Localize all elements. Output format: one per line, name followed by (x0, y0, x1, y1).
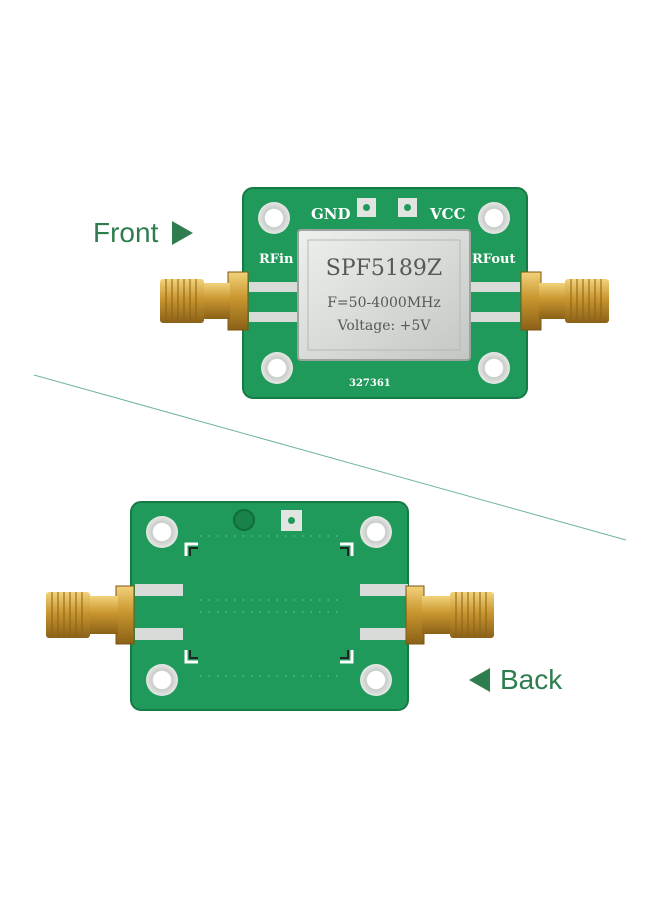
gnd-silkscreen: GND (311, 205, 351, 223)
front-label: Front (93, 217, 159, 248)
front-left-sma-connector (160, 271, 249, 331)
mount-hole (360, 664, 392, 696)
back-board (130, 501, 409, 711)
vcc-silkscreen: VCC (429, 205, 466, 223)
back-right-sma-connector (405, 585, 494, 645)
divider-line (33, 374, 627, 541)
chip-model: SPF5189Z (326, 256, 442, 281)
mount-hole (360, 516, 392, 548)
chip-voltage: Voltage: +5V (337, 318, 432, 334)
mount-hole (146, 516, 178, 548)
mount-hole (261, 352, 293, 384)
back-left-sma-connector (46, 585, 135, 645)
play-arrow-left-icon (469, 668, 490, 692)
back-label: Back (500, 664, 563, 695)
play-arrow-right-icon (172, 221, 193, 245)
mount-hole (478, 202, 510, 234)
front-board: GND VCC RFin RFout 327361 SPF5189Z F=50-… (242, 187, 528, 399)
mount-hole (258, 202, 290, 234)
shield-can (297, 229, 471, 361)
mount-hole (146, 664, 178, 696)
front-right-sma-connector (520, 271, 609, 331)
chip-frequency: F=50-4000MHz (327, 295, 441, 311)
mount-hole (478, 352, 510, 384)
rfout-silkscreen: RFout (472, 252, 515, 267)
serial-number: 327361 (349, 378, 391, 389)
rfin-silkscreen: RFin (259, 252, 294, 267)
